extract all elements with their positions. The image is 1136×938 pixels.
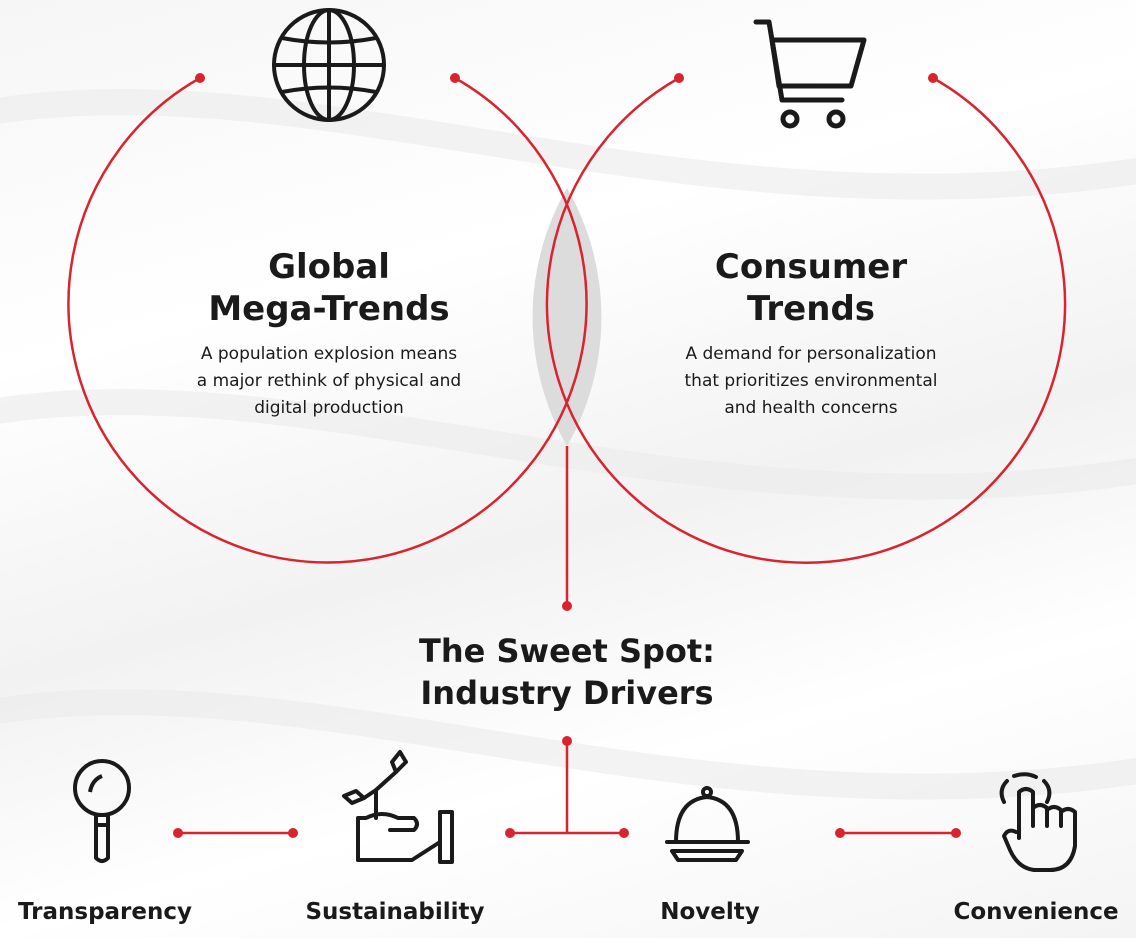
left-circle-arc <box>67 76 588 564</box>
left-arc-start-dot <box>195 73 205 83</box>
right-description: A demand for personalization that priori… <box>631 341 991 422</box>
drivers-left-connector-start-dot <box>173 828 183 838</box>
shopping-cart-icon <box>753 19 867 129</box>
right-circle-arc <box>545 76 1067 564</box>
left-title-line1: Global <box>268 247 390 287</box>
overlap-lens <box>532 188 602 446</box>
driver-label-sustainability: Sustainability <box>305 899 485 925</box>
left-desc-line1: A population explosion means <box>200 344 458 364</box>
hand-with-sprout-icon <box>342 750 454 864</box>
overlap-connector-dot <box>562 601 572 611</box>
tap-hand-icon <box>999 772 1077 872</box>
right-desc-line2: that prioritizes environmental <box>684 371 938 391</box>
right-arc-end-dot <box>928 73 938 83</box>
left-title: Global Mega-Trends <box>179 246 479 330</box>
globe-icon <box>272 8 386 122</box>
drivers-center-left-dot <box>505 828 515 838</box>
drivers-left-connector-end-dot <box>288 828 298 838</box>
drivers-right-connector-start-dot <box>835 828 845 838</box>
food-cloche-icon <box>665 786 750 862</box>
left-description: A population explosion means a major ret… <box>149 341 509 422</box>
right-desc-line3: and health concerns <box>724 398 898 418</box>
left-desc-line2: a major rethink of physical and <box>196 371 462 391</box>
right-desc-line1: A demand for personalization <box>685 344 937 364</box>
left-arc-end-dot <box>450 73 460 83</box>
driver-label-novelty: Novelty <box>660 899 760 925</box>
left-title-line2: Mega-Trends <box>208 289 450 329</box>
background-waves <box>0 89 1136 800</box>
drivers-right-connector-end-dot <box>951 828 961 838</box>
sweet-spot-line2: Industry Drivers <box>420 674 714 712</box>
right-arc-start-dot <box>674 73 684 83</box>
driver-label-convenience: Convenience <box>953 899 1119 925</box>
left-desc-line3: digital production <box>254 398 404 418</box>
right-title: Consumer Trends <box>661 246 961 330</box>
right-title-line2: Trends <box>746 289 876 329</box>
drivers-stem-dot <box>562 736 572 746</box>
drivers-center-right-dot <box>619 828 629 838</box>
right-title-line1: Consumer <box>714 247 908 287</box>
sweet-spot-heading: The Sweet Spot: Industry Drivers <box>367 630 767 714</box>
driver-label-transparency: Transparency <box>17 899 193 925</box>
magnifying-glass-icon <box>73 759 131 863</box>
sweet-spot-line1: The Sweet Spot: <box>419 632 715 670</box>
